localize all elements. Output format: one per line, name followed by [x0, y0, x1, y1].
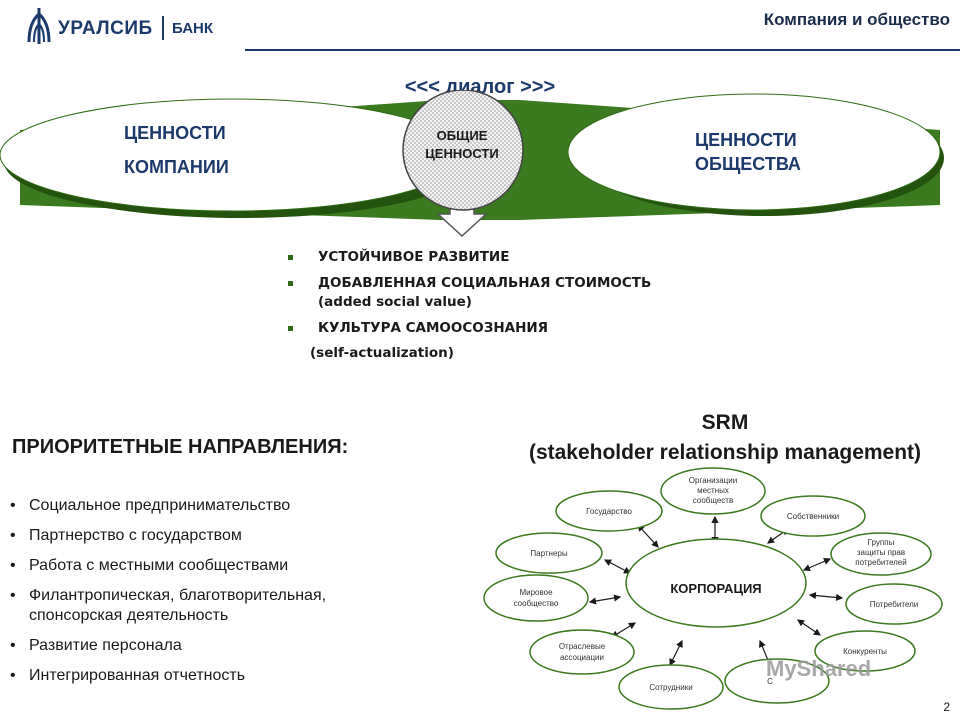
node-competitors: [814, 630, 916, 672]
priorities-list: Социальное предпринимательство Партнерст…: [10, 496, 400, 696]
society-values-label: ЦЕННОСТИ ОБЩЕСТВА: [695, 128, 801, 176]
link-consumers: [808, 591, 844, 602]
competitors-label: Конкуренты: [843, 647, 887, 656]
company-values-label: ЦЕННОСТИ КОМПАНИИ: [124, 116, 229, 184]
center-label: КОРПОРАЦИЯ: [670, 581, 761, 596]
communities-line3: сообществ: [693, 496, 733, 505]
outcome-subtext: (added social value): [318, 294, 472, 310]
dialog-title: <<< диалог >>>: [404, 76, 556, 98]
priority-item: Развитие персонала: [10, 636, 400, 656]
priority-item: Филантропическая, благотворительная, спо…: [10, 586, 400, 626]
society-values-ellipse: [567, 93, 941, 211]
outcome-item: УСТОЙЧИВОЕ РАЗВИТИЕ: [288, 248, 651, 267]
values-diagram: [0, 90, 944, 238]
consumer-groups-line3: потребителей: [855, 558, 906, 567]
priority-item: Партнерство с государством: [10, 526, 400, 546]
node-owners: [760, 495, 866, 537]
node-state: [555, 490, 663, 532]
uralsib-logo-icon: [27, 8, 51, 44]
watermark: MyShared: [766, 656, 872, 681]
society-values-line1: ЦЕННОСТИ: [695, 130, 797, 150]
link-competitors: [797, 619, 821, 636]
associations-line1: Отраслевые: [559, 642, 606, 651]
bottom-node-label: С: [767, 677, 773, 686]
link-consumer-groups: [802, 558, 832, 571]
common-values-label: ОБЩИЕ ЦЕННОСТИ: [404, 127, 520, 163]
outcome-text: ДОБАВЛЕННАЯ СОЦИАЛЬНАЯ СТОИМОСТЬ: [318, 275, 652, 291]
logo-separator: [162, 16, 164, 40]
consumer-groups-line2: защиты прав: [857, 548, 905, 557]
link-partners: [603, 559, 632, 574]
state-label: Государство: [586, 507, 632, 516]
society-values-line2: ОБЩЕСТВА: [695, 154, 801, 174]
common-values-line2: ЦЕННОСТИ: [425, 146, 499, 161]
square-bullet-icon: [288, 255, 293, 260]
logo-bank-label: БАНК: [172, 20, 214, 37]
company-values-line1: ЦЕННОСТИ: [124, 123, 226, 143]
partners-label: Партнеры: [530, 549, 567, 558]
link-employees: [669, 639, 683, 667]
srm-diagram: КОРПОРАЦИЯ Государство Организации местн…: [483, 467, 943, 710]
header-divider: [245, 49, 960, 51]
node-center: [625, 538, 807, 628]
outcome-text: КУЛЬТУРА САМООСОЗНАНИЯ: [318, 320, 549, 336]
owners-label: Собственники: [787, 512, 839, 521]
consumers-label: Потребители: [870, 600, 918, 609]
node-associations: [529, 629, 635, 675]
priority-item: Социальное предпринимательство: [10, 496, 400, 516]
company-values-ellipse: [0, 98, 465, 212]
node-communities: [660, 467, 766, 515]
priority-item: Интегрированная отчетность: [10, 666, 400, 686]
world-line1: Мировое: [519, 588, 553, 597]
outcome-extra: (self-actualization): [310, 345, 454, 361]
outcome-item: КУЛЬТУРА САМООСОЗНАНИЯ: [288, 319, 651, 338]
company-values-line2: КОМПАНИИ: [124, 157, 229, 177]
node-world: [483, 574, 589, 622]
outcome-text: УСТОЙЧИВОЕ РАЗВИТИЕ: [318, 249, 510, 265]
link-state: [637, 524, 659, 548]
priorities-title: ПРИОРИТЕТНЫЕ НАПРАВЛЕНИЯ:: [12, 436, 349, 458]
logo-name: УРАЛСИБ: [58, 18, 153, 39]
node-bottom: [724, 658, 830, 704]
world-line2: сообщество: [514, 599, 559, 608]
node-consumers: [845, 583, 943, 625]
node-partners: [495, 532, 603, 574]
link-world: [588, 594, 622, 605]
page-title: Компания и общество: [763, 10, 950, 29]
square-bullet-icon: [288, 281, 293, 286]
consumer-groups-line1: Группы: [868, 538, 895, 547]
node-consumer-groups: [830, 532, 932, 576]
associations-line2: ассоциации: [560, 653, 604, 662]
common-values-line1: ОБЩИЕ: [436, 128, 488, 143]
page-number: 2: [943, 700, 950, 714]
outcome-item: ДОБАВЛЕННАЯ СОЦИАЛЬНАЯ СТОИМОСТЬ (added …: [288, 274, 651, 312]
communities-line2: местных: [697, 486, 729, 495]
srm-title: SRM: [701, 411, 749, 434]
common-values-circle: [402, 90, 524, 211]
square-bullet-icon: [288, 326, 293, 331]
srm-title-block: SRM (stakeholder relationship management…: [500, 408, 950, 468]
outcomes-list: УСТОЙЧИВОЕ РАЗВИТИЕ ДОБАВЛЕННАЯ СОЦИАЛЬН…: [288, 248, 651, 345]
priority-item: Работа с местными сообществами: [10, 556, 400, 576]
node-employees: [618, 664, 724, 710]
communities-line1: Организации: [689, 476, 737, 485]
employees-label: Сотрудники: [649, 683, 692, 692]
srm-subtitle: (stakeholder relationship management): [528, 441, 922, 464]
